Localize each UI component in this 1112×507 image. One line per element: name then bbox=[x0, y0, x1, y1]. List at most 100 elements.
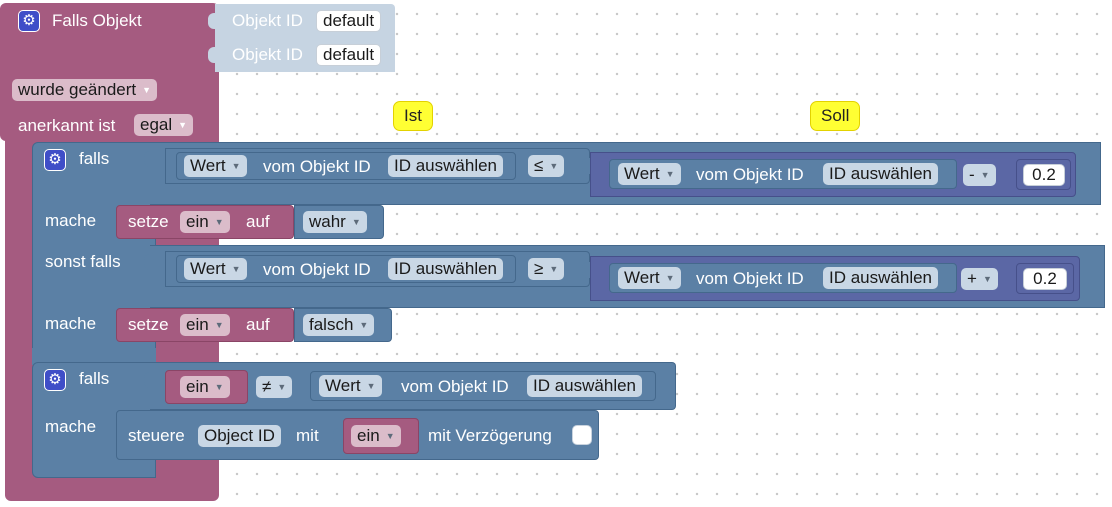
dropdown-arrow-icon: ▼ bbox=[231, 161, 241, 171]
number-input[interactable]: 0.2 bbox=[1023, 268, 1067, 290]
math-block-2[interactable]: Wert▼ vom Objekt ID ID auswählen +▼ 0.2 bbox=[590, 256, 1080, 301]
do-label: mache bbox=[45, 314, 97, 333]
property-dropdown[interactable]: Wert ▼ bbox=[184, 155, 247, 177]
elseif-label: sonst falls bbox=[45, 252, 121, 271]
boolean-dropdown[interactable]: falsch ▼ bbox=[303, 314, 375, 336]
object-label: vom Objekt ID bbox=[401, 377, 509, 396]
comment-soll[interactable]: Soll bbox=[810, 101, 861, 131]
object-id-input-1[interactable]: Objekt ID default bbox=[215, 4, 395, 38]
to-label: auf bbox=[246, 212, 270, 231]
dropdown-arrow-icon: ▼ bbox=[359, 320, 369, 330]
property-label: Wert bbox=[190, 259, 226, 278]
delay-checkbox[interactable] bbox=[572, 425, 592, 445]
input-connector bbox=[208, 13, 216, 29]
get-value-block[interactable]: Wert ▼ vom Objekt ID ID auswählen bbox=[176, 255, 516, 283]
variable-label: ein bbox=[357, 426, 380, 445]
variable-dropdown[interactable]: ein▼ bbox=[351, 425, 401, 447]
variable-dropdown[interactable]: ein▼ bbox=[180, 211, 230, 233]
set-label: setze bbox=[128, 315, 169, 334]
number-block[interactable]: 0.2 bbox=[1016, 159, 1071, 190]
ack-dropdown[interactable]: egal ▼ bbox=[134, 114, 194, 136]
number-block[interactable]: 0.2 bbox=[1016, 263, 1074, 294]
control-block[interactable]: steuere Object ID mit ein▼ mit Verzögeru… bbox=[116, 410, 599, 460]
operator-dropdown[interactable]: ≤▼ bbox=[528, 155, 565, 177]
object-id-select[interactable]: ID auswählen bbox=[527, 375, 643, 397]
object-label: vom Objekt ID bbox=[696, 269, 804, 288]
dropdown-arrow-icon: ▼ bbox=[214, 320, 224, 330]
dropdown-arrow-icon: ▼ bbox=[665, 169, 675, 179]
operator-label: ≤ bbox=[534, 156, 544, 175]
delay-label: mit Verzögerung bbox=[428, 426, 552, 445]
get-value-block[interactable]: Wert▼ vom Objekt ID ID auswählen bbox=[310, 371, 656, 401]
compare-block-2[interactable]: Wert ▼ vom Objekt ID ID auswählen ≥▼ bbox=[165, 251, 590, 287]
dropdown-arrow-icon: ▼ bbox=[980, 170, 990, 180]
if-label: falls bbox=[79, 149, 110, 168]
dropdown-arrow-icon: ▼ bbox=[982, 274, 992, 284]
variable-dropdown[interactable]: ein ▼ bbox=[180, 314, 230, 336]
object-label: vom Objekt ID bbox=[263, 260, 371, 279]
math-block-1[interactable]: Wert▼ vom Objekt ID ID auswählen -▼ 0.2 bbox=[590, 152, 1076, 197]
set-variable-block-2[interactable]: setze ein ▼ auf bbox=[116, 308, 294, 342]
operator-dropdown[interactable]: ≠▼ bbox=[256, 376, 293, 398]
variable-get-block[interactable]: ein▼ bbox=[165, 370, 248, 404]
get-value-block[interactable]: Wert ▼ vom Objekt ID ID auswählen bbox=[176, 152, 516, 180]
property-label: Wert bbox=[624, 268, 660, 287]
dropdown-arrow-icon: ▼ bbox=[178, 120, 188, 130]
object-id-value[interactable]: default bbox=[316, 10, 382, 32]
dropdown-arrow-icon: ▼ bbox=[366, 381, 376, 391]
object-id-value[interactable]: default bbox=[316, 44, 382, 66]
math-operator-dropdown[interactable]: +▼ bbox=[961, 268, 998, 290]
ack-dropdown-label: egal bbox=[140, 115, 173, 134]
get-value-block[interactable]: Wert ▼ vom Objekt ID ID auswählen bbox=[609, 263, 957, 293]
boolean-dropdown[interactable]: wahr ▼ bbox=[303, 211, 367, 233]
ack-label: anerkannt ist bbox=[18, 116, 116, 135]
object-id-select[interactable]: ID auswählen bbox=[823, 163, 939, 185]
set-variable-block-1[interactable]: setze ein▼ auf bbox=[116, 205, 294, 239]
input-connector bbox=[333, 428, 341, 444]
comment-ist[interactable]: Ist bbox=[393, 101, 433, 131]
gear-icon[interactable]: ⚙ bbox=[18, 10, 40, 32]
to-label: auf bbox=[246, 315, 270, 334]
object-label: vom Objekt ID bbox=[263, 157, 371, 176]
object-id-select[interactable]: ID auswählen bbox=[388, 155, 504, 177]
operator-label: ≠ bbox=[262, 377, 272, 396]
property-dropdown[interactable]: Wert ▼ bbox=[618, 267, 681, 289]
math-operator-label: + bbox=[967, 269, 977, 288]
get-value-block[interactable]: Wert▼ vom Objekt ID ID auswählen bbox=[609, 159, 957, 189]
dropdown-arrow-icon: ▼ bbox=[351, 217, 361, 227]
boolean-label: wahr bbox=[309, 212, 346, 231]
property-dropdown[interactable]: Wert ▼ bbox=[184, 258, 247, 280]
variable-dropdown[interactable]: ein▼ bbox=[180, 376, 230, 398]
input-connector bbox=[582, 158, 590, 174]
compare-block-1[interactable]: Wert ▼ vom Objekt ID ID auswählen ≤▼ bbox=[165, 148, 590, 184]
variable-label: ein bbox=[186, 315, 209, 334]
boolean-block-1[interactable]: wahr ▼ bbox=[294, 205, 384, 239]
variable-get-block[interactable]: ein▼ bbox=[343, 418, 419, 454]
trigger-block-corner bbox=[0, 3, 14, 141]
input-connector bbox=[144, 254, 152, 270]
object-id-input-2[interactable]: Objekt ID default bbox=[215, 38, 395, 72]
object-id-select[interactable]: Object ID bbox=[198, 425, 281, 447]
dropdown-arrow-icon: ▼ bbox=[665, 273, 675, 283]
object-id-label: Objekt ID bbox=[232, 11, 303, 30]
if-block-1-footer bbox=[32, 348, 156, 365]
dropdown-arrow-icon: ▼ bbox=[142, 85, 152, 95]
variable-label: ein bbox=[186, 212, 209, 231]
number-input[interactable]: 0.2 bbox=[1023, 164, 1065, 186]
boolean-block-2[interactable]: falsch ▼ bbox=[294, 308, 392, 342]
changed-dropdown[interactable]: wurde geändert▼ bbox=[12, 79, 158, 101]
if-label: falls bbox=[79, 369, 110, 388]
gear-icon[interactable]: ⚙ bbox=[44, 369, 66, 391]
dropdown-arrow-icon: ▼ bbox=[231, 264, 241, 274]
object-id-select[interactable]: ID auswählen bbox=[388, 258, 504, 280]
dropdown-arrow-icon: ▼ bbox=[549, 264, 559, 274]
property-dropdown[interactable]: Wert▼ bbox=[618, 163, 681, 185]
property-dropdown[interactable]: Wert▼ bbox=[319, 375, 382, 397]
math-operator-dropdown[interactable]: -▼ bbox=[963, 164, 996, 186]
operator-dropdown[interactable]: ≥▼ bbox=[528, 258, 565, 280]
math-operator-label: - bbox=[969, 165, 975, 184]
object-id-select[interactable]: ID auswählen bbox=[823, 267, 939, 289]
boolean-label: falsch bbox=[309, 315, 354, 334]
gear-icon[interactable]: ⚙ bbox=[44, 149, 66, 171]
property-label: Wert bbox=[190, 156, 226, 175]
